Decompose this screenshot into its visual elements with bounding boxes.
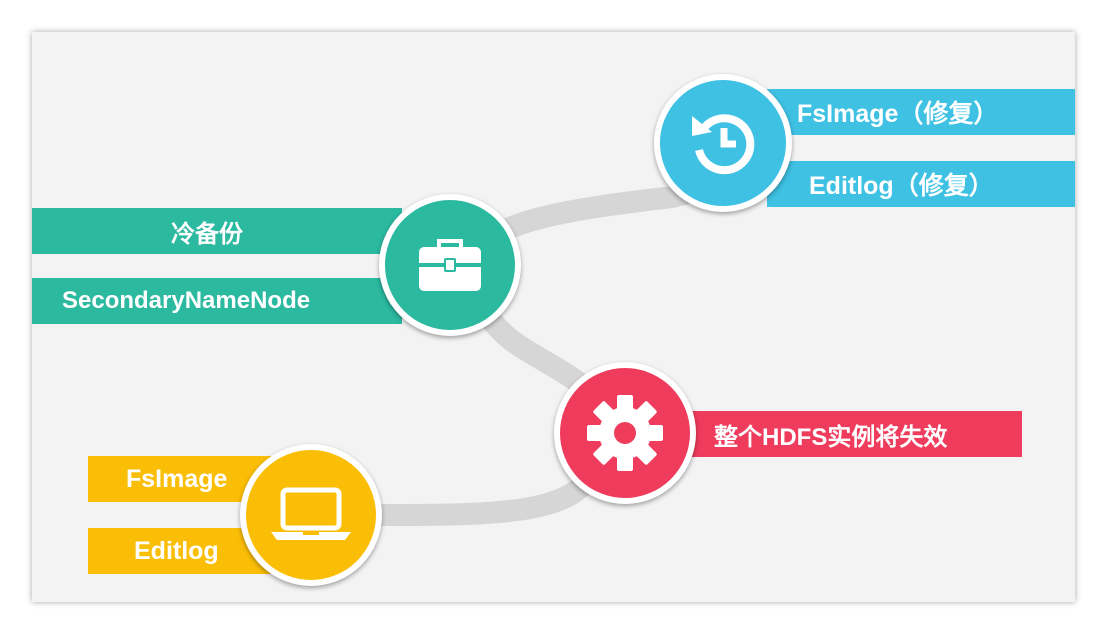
label-fsimage-repair: FsImage（修复） [767,89,1075,135]
gear-icon [587,395,663,471]
diagram-canvas: 冷备份 SecondaryNameNode FsImage（修复） Editlo… [32,32,1075,602]
restore-node [654,74,792,212]
history-icon [692,114,755,175]
label-editlog-repair: Editlog（修复） [767,161,1075,207]
briefcase-icon [419,239,481,291]
failure-node [554,362,696,504]
backup-node [379,194,521,336]
local-node [240,444,382,586]
laptop-icon [271,487,351,540]
label-cold-backup: 冷备份 [32,208,402,254]
label-secondary-namenode: SecondaryNameNode [32,278,402,324]
flow-path [366,171,743,526]
label-hdfs-failure: 整个HDFS实例将失效 [682,411,1022,457]
